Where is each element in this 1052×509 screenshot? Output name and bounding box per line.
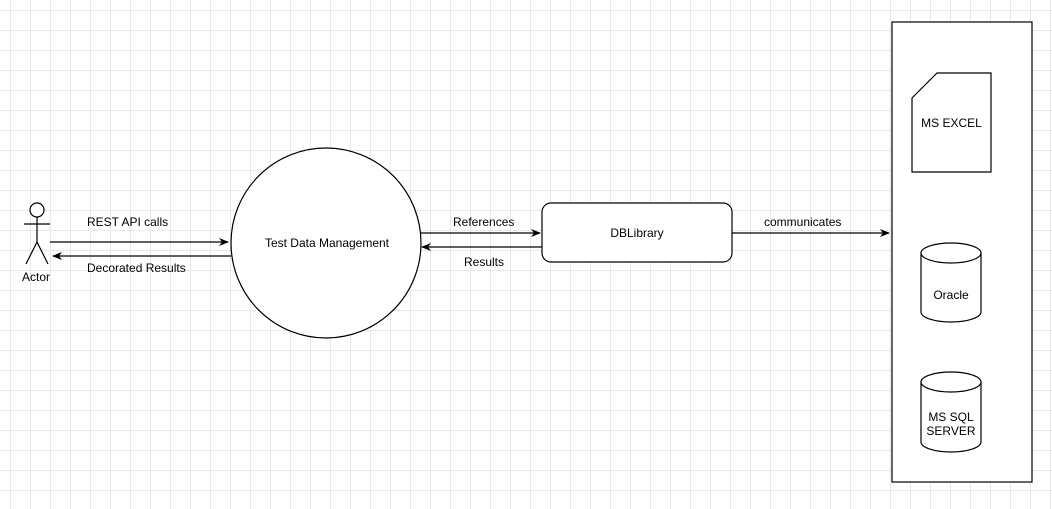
results-label: Results — [464, 255, 505, 269]
references-label: References — [453, 215, 515, 229]
decorated-results-label: Decorated Results — [87, 261, 186, 275]
rest-api-calls-label: REST API calls — [87, 215, 169, 229]
communicates-label: communicates — [764, 215, 842, 229]
ms-excel-label: MS EXCEL — [921, 116, 982, 130]
ms-sql-server-label-line2: SERVER — [926, 424, 976, 438]
actor-figure[interactable] — [24, 202, 50, 265]
ms-excel-document[interactable] — [911, 72, 992, 173]
oracle-database[interactable] — [920, 242, 982, 323]
actor-label: Actor — [22, 270, 51, 284]
ms-sql-server-label-line1: MS SQL — [928, 410, 974, 424]
dblibrary-label: DBLibrary — [610, 226, 664, 240]
ms-sql-server-database[interactable] — [920, 371, 982, 453]
oracle-label: Oracle — [933, 288, 969, 302]
test-data-management-label: Test Data Management — [264, 236, 390, 250]
